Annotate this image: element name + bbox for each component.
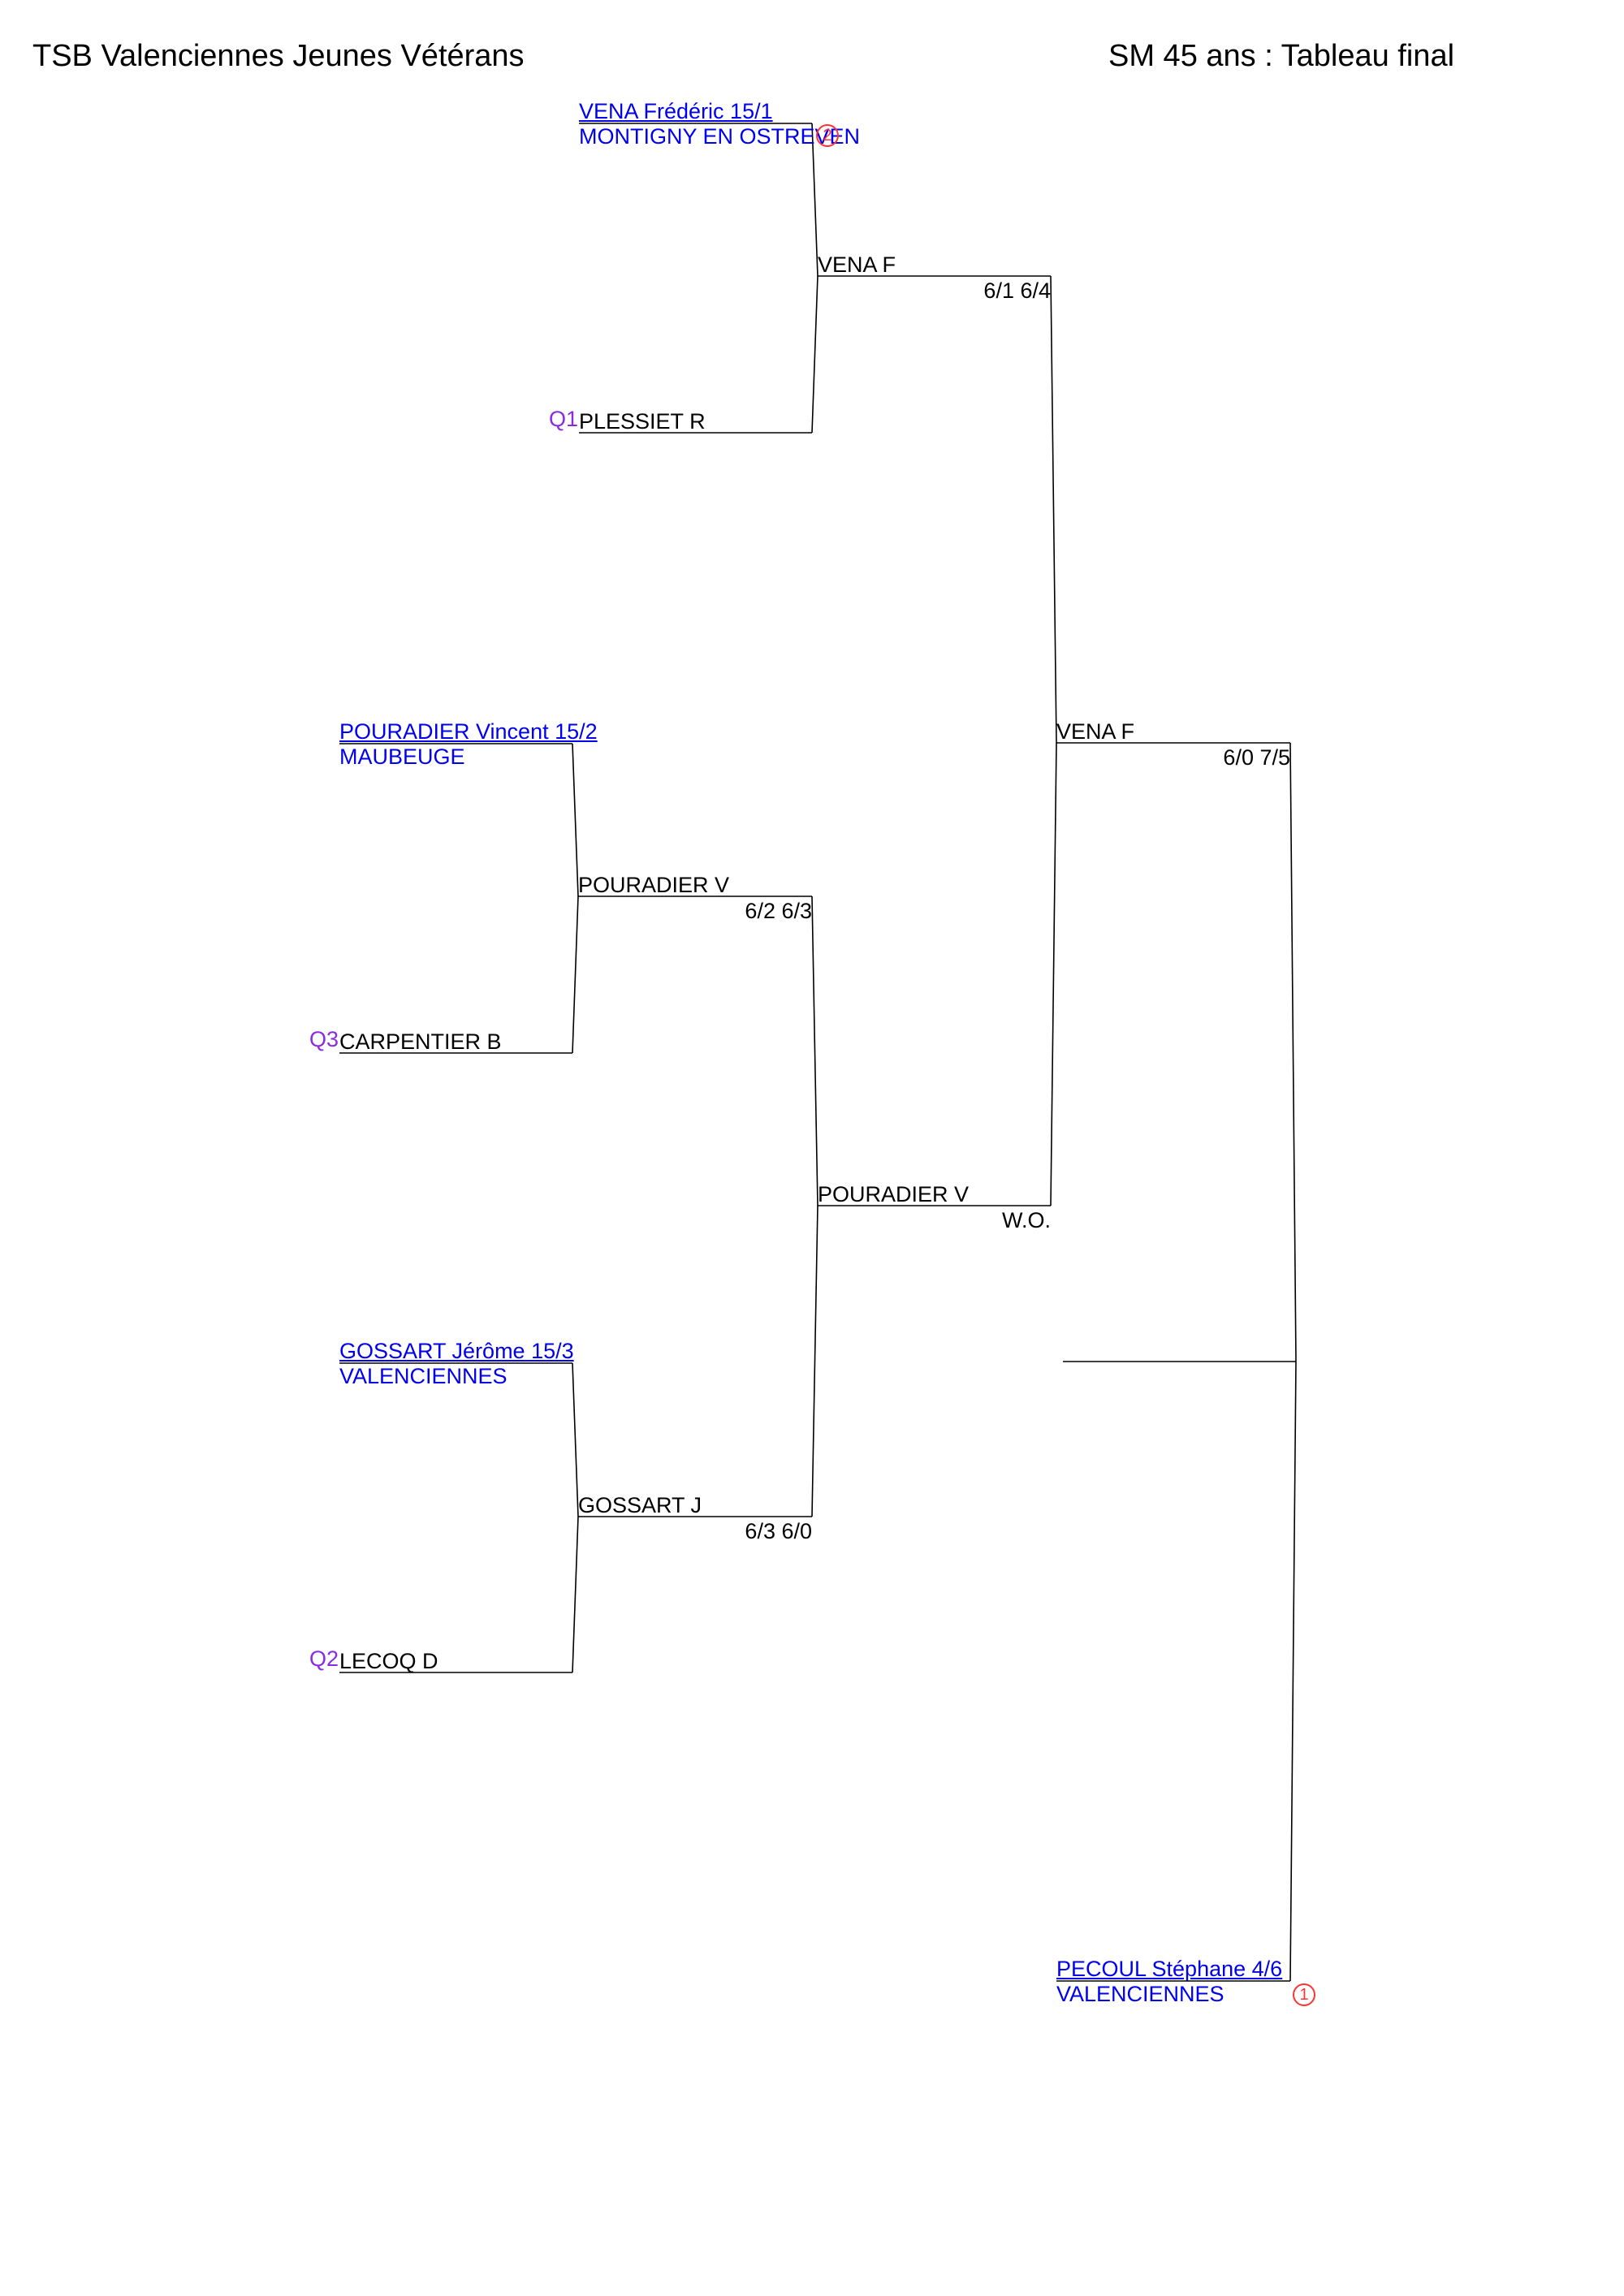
bracket-line [1289,742,1297,1362]
match-score: 6/3 6/0 [745,1519,812,1543]
match-winner: GOSSART J [578,1493,702,1517]
qualifier-label: Q3 [309,1027,339,1051]
player-name: LECOQ D [339,1649,438,1673]
bracket-line [1289,1361,1297,1982]
match-winner: VENA F [818,252,896,277]
player-name: CARPENTIER B [339,1029,502,1054]
bracket-line [572,1362,579,1517]
match-score: 6/2 6/3 [745,899,812,923]
player-club: VALENCIENNES [1056,1982,1224,2006]
club-title: TSB Valenciennes Jeunes Vétérans [32,39,525,73]
match-winner: POURADIER V [818,1182,970,1206]
bracket-line [572,743,579,897]
player-name-link[interactable]: POURADIER Vincent 15/2 [339,719,598,744]
bracket-line [811,1205,818,1517]
player-name: PLESSIET R [579,409,706,434]
match-score: W.O. [1002,1208,1051,1232]
player-club: VALENCIENNES [339,1364,508,1388]
bracket-line [811,275,818,434]
draw-title: SM 45 ans : Tableau final [1108,39,1455,73]
player-name-link[interactable]: PECOUL Stéphane 4/6 [1056,1957,1283,1981]
bracket-line [1050,275,1057,744]
match-winner: VENA F [1056,719,1135,744]
bracket-line [811,123,818,277]
player-name-link[interactable]: GOSSART Jérôme 15/3 [339,1339,574,1363]
seed-badge: 1 [1293,1983,1315,2006]
player-name-link[interactable]: VENA Frédéric 15/1 [579,99,773,123]
bracket-line [1050,742,1057,1206]
bracket-line [572,896,579,1054]
seed-badge: 2 [816,124,839,147]
bracket-line [572,1516,579,1673]
bracket-line [811,896,818,1206]
match-score: 6/0 7/5 [1223,745,1290,770]
qualifier-label: Q1 [549,407,579,431]
player-club: MONTIGNY EN OSTREVEN [579,124,861,149]
qualifier-label: Q2 [309,1646,339,1671]
player-club: MAUBEUGE [339,744,465,769]
match-score: 6/1 6/4 [983,278,1051,303]
match-winner: POURADIER V [578,873,730,897]
